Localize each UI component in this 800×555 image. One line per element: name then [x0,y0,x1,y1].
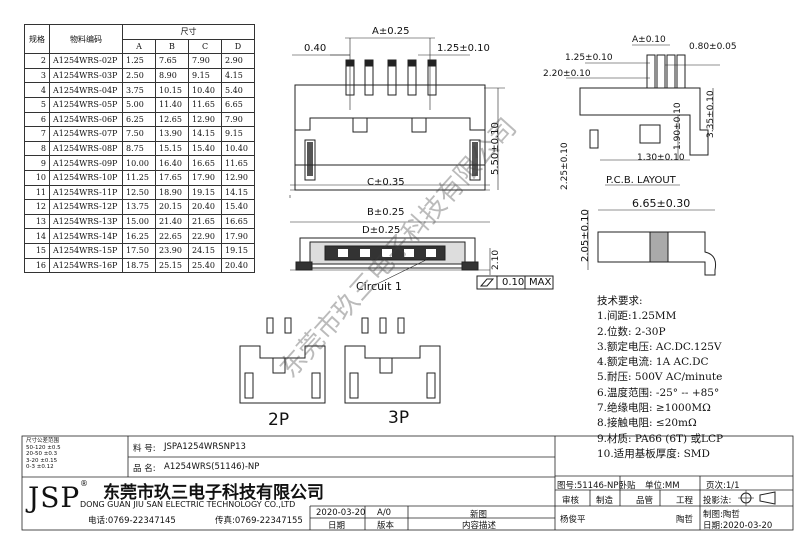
requirements-title: 技术要求: [597,295,643,307]
drawing-date: 日期:2020-03-20 [703,521,773,531]
requirements-list: 1.间距:1.25MM 2.位数: 2-30P 3.额定电压: AC.DC.125V… [597,309,797,462]
name-label: 品 名: [133,464,156,474]
dim-r-080: 0.80±0.05 [689,42,737,52]
col-date: 日期 [328,521,346,531]
dim-a-025: A±0.25 [372,26,410,37]
col-description: 内容描述 [462,521,497,531]
pcb-layout-title: P.C.B. LAYOUT [606,175,676,186]
requirement-item: 4.额定电流: 1A AC.DC [597,356,709,369]
make-label: 制造 [596,496,614,506]
drawing-number: 图号:51146-NP卧贴 [557,481,636,491]
requirement-item: 1.间距:1.25MM [597,310,677,323]
requirement-item: 6.温度范围: -25° -- +85° [597,386,720,399]
requirement-item: 9.材质: PA66 (6T) 或LCP [597,432,724,445]
tolerance-title: 尺寸公差范围 [26,438,60,444]
company-name-cn: 东莞市玖三电子科技有限公司 [103,483,324,503]
requirement-item: 8.接触电阻: ≤20mΩ [597,417,697,430]
views-2p-3p-drawing [239,317,441,404]
circuit-label: Circuit 1 [356,280,402,293]
dim-r-a010: A±0.10 [632,35,666,45]
table-cell: 20.40 [221,257,255,274]
table-cell: A1254WRS-16P [49,257,123,274]
part-no-value: JSPA1254WRSNP13 [164,442,246,452]
requirement-item: 5.耐压: 500V AC/minute [597,371,723,384]
col-spec: 规格 [24,23,50,55]
requirement-item: 7.绝缘电阻: ≥1000MΩ [597,402,711,415]
engineer-name: 陶哲 [676,515,694,525]
side-view-drawing [566,44,720,161]
rev-description: 新图 [470,510,488,520]
unit-label: 单位:MM [645,481,680,491]
dim-r-190: 1.90±0.10 [673,102,683,150]
engineering-label: 工程 [676,496,694,506]
dim-r-665: 6.65±0.30 [632,197,691,210]
title-block-frame [21,435,794,531]
dim-b-025: B±0.25 [367,207,405,218]
projection-label: 投影法: [703,496,732,506]
tolerance-row: 3-20 ±0.15 [26,457,58,464]
table-cell: 25.40 [188,257,222,274]
dim-r-220: 2.20±0.10 [543,69,591,79]
dim-040: 0.40 [304,43,327,54]
name-value: A1254WRS(51146)-NP [164,462,260,472]
company-name-en: DONG GUAN JIU SAN ELECTRIC TECHNOLOGY CO… [80,500,296,509]
part-no-label: 料 号: [133,444,156,454]
requirement-item: 2.位数: 2-30P [597,325,666,338]
drawer-name: 制图:陶哲 [703,510,740,520]
dim-r-205: 2.05±0.10 [580,209,591,262]
review-label: 审核 [562,496,580,506]
rev-version: A/0 [377,508,392,518]
company-logo: JSP [28,481,81,514]
view-2p-label: 2P [268,410,290,430]
requirements-panel: 技术要求: 1.间距:1.25MM 2.位数: 2-30P 3.额定电压: AC.D… [597,294,797,462]
projection-symbol [738,490,776,506]
rev-date: 2020-03-20 [316,508,366,518]
requirement-item: 10.适用基板厚度: SMD [597,447,710,460]
flatness-value: 0.10 [502,277,525,288]
company-fax: 传真:0769-22347155 [215,516,303,526]
dim-r-335: 3.35±0.10 [706,90,716,138]
table-cell: 10.40 [221,140,255,157]
top-view-drawing [289,37,505,198]
dim-d-025: D±0.25 [362,225,401,236]
requirement-item: 3.额定电压: AC.DC.125V [597,340,722,353]
tolerance-row: 0-3 ±0.12 [26,464,54,470]
pcb-layout-drawing [587,184,716,276]
view-3p-label: 3P [388,408,410,428]
flatness-max: MAX [529,277,552,288]
company-tel: 电话:0769-22347145 [88,516,176,526]
dim-r-130: 1.30±0.10 [637,153,685,163]
reviewer-name: 杨俊平 [560,515,586,525]
dim-210: 2.10 [491,249,501,270]
table-cell: 16 [24,257,50,274]
qc-label: 品管 [636,496,654,506]
front-view-drawing [290,221,554,290]
page-label: 页次:1/1 [706,481,740,491]
registered-mark: ® [80,479,88,488]
col-version: 版本 [377,521,395,531]
tolerance-row: 50-120 ±0.5 [26,444,61,451]
dim-r-225: 2.25±0.10 [560,142,570,190]
dim-c-035: C±0.35 [367,177,405,188]
dim-r-125: 1.25±0.10 [565,53,613,63]
tolerance-row: 20-50 ±0.3 [26,451,58,457]
dim-125: 1.25±0.10 [437,43,490,54]
